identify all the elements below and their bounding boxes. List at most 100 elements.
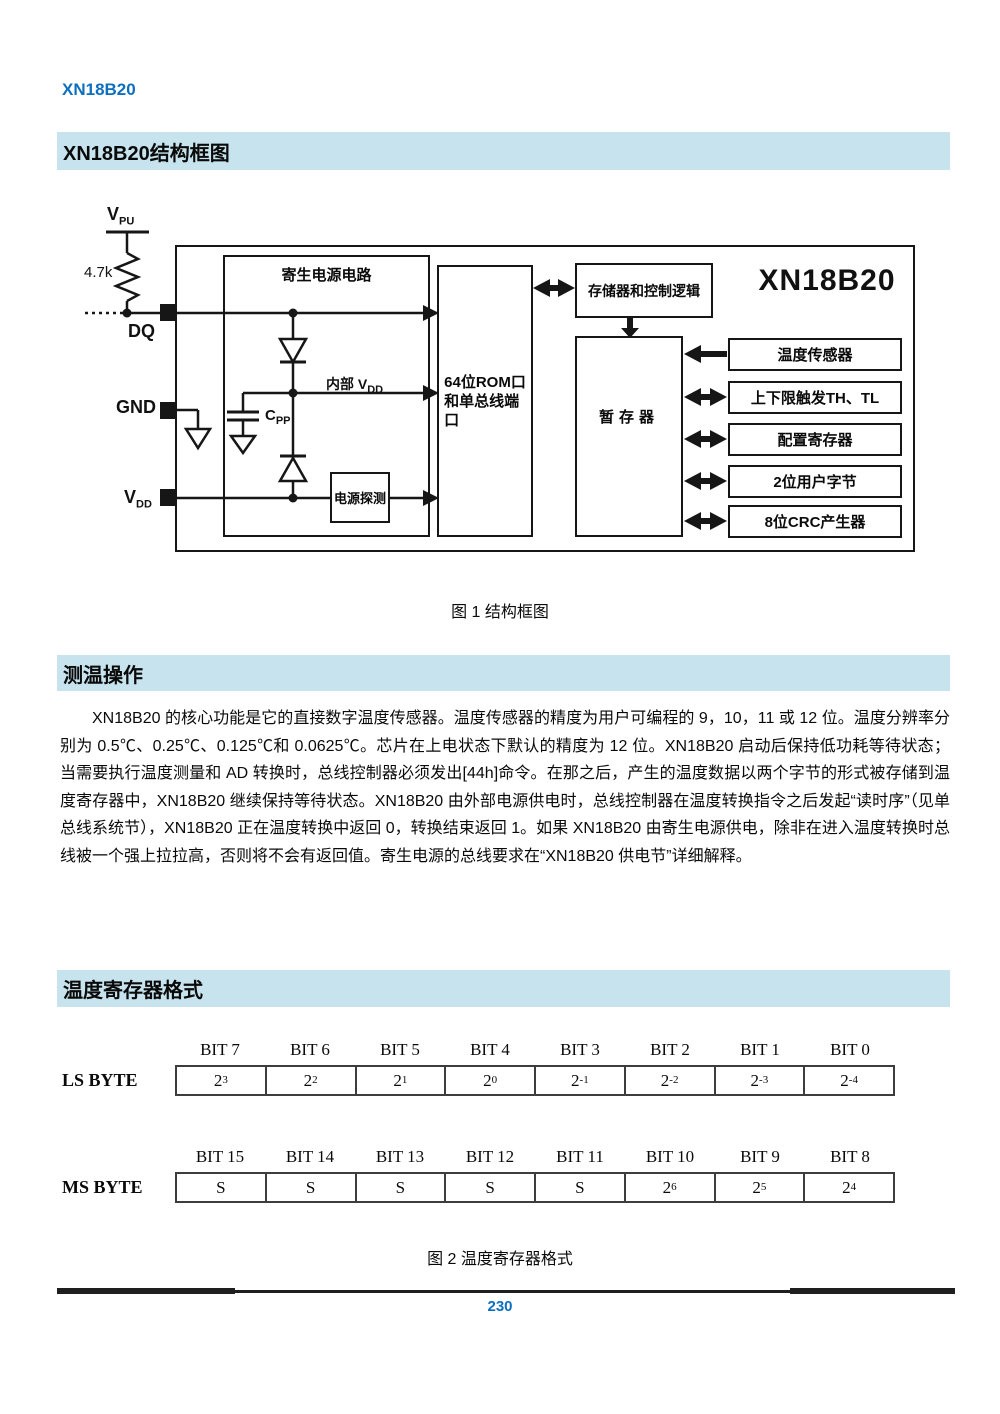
internal-vdd-sub: DD — [367, 383, 384, 396]
chip-outline-box — [175, 245, 915, 552]
arrow-memory-scratchpad — [621, 318, 639, 338]
vdd-pin-label: VDD — [124, 487, 152, 511]
bit-header: BIT 10 — [645, 1147, 695, 1166]
bit-cell: 2-4 — [840, 1070, 858, 1090]
parasite-power-label: 寄生电源电路 — [281, 267, 372, 284]
vpu-base: V — [107, 204, 120, 224]
arrow-scratchpad-userbytes — [684, 472, 727, 490]
figure2-caption: 图 2 温度寄存器格式 — [427, 1251, 573, 1268]
bit-cell: S — [446, 1174, 536, 1201]
arrow-scratchpad-crc — [684, 512, 727, 530]
bit-header: BIT 8 — [830, 1147, 870, 1166]
section-heading-text: 测温操作 — [63, 664, 143, 687]
bit-cell: 2-3 — [716, 1067, 806, 1094]
bit-header: BIT 4 — [470, 1040, 510, 1059]
vdd-base: V — [124, 487, 137, 507]
memory-control-label: 存储器和控制逻辑 — [588, 282, 700, 299]
bit-header: BIT 0 — [830, 1040, 870, 1059]
ls-byte-row-label: LS BYTE — [62, 1070, 138, 1090]
bit-cell: 2-1 — [536, 1067, 626, 1094]
bit-header: BIT 3 — [560, 1040, 600, 1059]
bit-header: BIT 5 — [380, 1040, 420, 1059]
arrow-scratchpad-thtl — [684, 388, 727, 406]
parasite-power-box: 寄生电源电路 — [223, 255, 430, 537]
footer-rule-left-segment — [57, 1288, 235, 1294]
th-tl-trigger-label: 上下限触发TH、TL — [750, 390, 880, 407]
figure1-caption: 图 1 结构框图 — [451, 604, 549, 621]
section-heading-text: XN18B20结构框图 — [63, 142, 230, 165]
section-heading-register-format: 温度寄存器格式 — [57, 970, 950, 1007]
diode-down-symbol — [277, 313, 309, 393]
ls-byte-header-row: BIT 7 BIT 6 BIT 5 BIT 4 BIT 3 BIT 2 BIT … — [175, 1040, 895, 1062]
bit-header: BIT 2 — [650, 1040, 690, 1059]
rom-label-line2: 和单总线端 — [444, 392, 520, 410]
dq-pin-label: DQ — [128, 321, 155, 341]
vpu-pin-label: VPU — [107, 204, 134, 228]
chip-name-label: XN18B20 — [758, 264, 896, 297]
footer-rule-right-segment — [790, 1288, 955, 1294]
bit-header: BIT 11 — [556, 1147, 604, 1166]
rom-onewire-port-box: 64位ROM口 和单总线端 口 — [437, 265, 533, 537]
bit-header: BIT 9 — [740, 1147, 780, 1166]
section-heading-block-diagram: XN18B20结构框图 — [57, 132, 950, 170]
user-bytes-label: 2位用户字节 — [773, 474, 857, 491]
section-heading-text: 温度寄存器格式 — [63, 980, 203, 1002]
ms-byte-table: BIT 15 BIT 14 BIT 13 BIT 12 BIT 11 BIT 1… — [62, 1147, 895, 1203]
bit-header: BIT 13 — [375, 1147, 425, 1166]
cpp-capacitor-symbol — [227, 393, 259, 456]
power-detect-box: 电源探测 — [330, 472, 390, 523]
bit-cell: 2-2 — [626, 1067, 716, 1094]
bit-cell: S — [177, 1174, 267, 1201]
rom-label-line1: 64位ROM口 — [444, 373, 526, 391]
config-register-box: 配置寄存器 — [728, 423, 902, 456]
bit-header: BIT 6 — [290, 1040, 330, 1059]
power-detect-label: 电源探测 — [333, 491, 386, 506]
internal-vdd-base: 内部 V — [326, 376, 368, 392]
user-bytes-box: 2位用户字节 — [728, 465, 902, 498]
internal-vdd-wire — [243, 385, 439, 401]
section-heading-temp-operation: 测温操作 — [57, 655, 950, 691]
scratchpad-label: 暂存器 — [598, 409, 659, 426]
crc-generator-label: 8位CRC产生器 — [764, 514, 866, 531]
vpu-rail-and-resistor-symbol — [106, 230, 149, 313]
temp-sensor-label: 温度传感器 — [777, 347, 853, 364]
vdd-sub: DD — [136, 498, 152, 511]
pullup-resistor-value: 4.7k — [84, 264, 113, 281]
cpp-label: CPP — [265, 407, 291, 427]
ms-byte-header-row: BIT 15 BIT 14 BIT 13 BIT 12 BIT 11 BIT 1… — [175, 1147, 895, 1169]
document-title: XN18B20 — [62, 80, 136, 99]
body-paragraph: XN18B20 的核心功能是它的直接数字温度传感器。温度传感器的精度为用户可编程… — [60, 710, 950, 865]
arrow-scratchpad-config — [684, 430, 727, 448]
dq-wire — [85, 305, 439, 321]
footer-rule — [57, 1290, 955, 1293]
vpu-sub: PU — [119, 215, 135, 228]
page-number: 230 — [487, 1298, 513, 1315]
ls-byte-table: BIT 7 BIT 6 BIT 5 BIT 4 BIT 3 BIT 2 BIT … — [62, 1040, 895, 1096]
gnd-ground-symbol — [177, 408, 213, 451]
scratchpad-box: 暂存器 — [575, 336, 683, 537]
memory-control-box: 存储器和控制逻辑 — [575, 263, 713, 318]
bit-header: BIT 15 — [195, 1147, 245, 1166]
bit-cell: S — [536, 1174, 626, 1201]
config-register-label: 配置寄存器 — [777, 432, 853, 449]
th-tl-trigger-box: 上下限触发TH、TL — [728, 381, 902, 414]
cpp-sub: PP — [275, 415, 291, 427]
bit-cell: S — [357, 1174, 447, 1201]
ms-byte-row-label: MS BYTE — [62, 1177, 143, 1197]
bit-header: BIT 14 — [285, 1147, 335, 1166]
bit-header: BIT 7 — [200, 1040, 240, 1059]
gnd-pin-label: GND — [116, 397, 156, 417]
bit-header: BIT 12 — [465, 1147, 515, 1166]
